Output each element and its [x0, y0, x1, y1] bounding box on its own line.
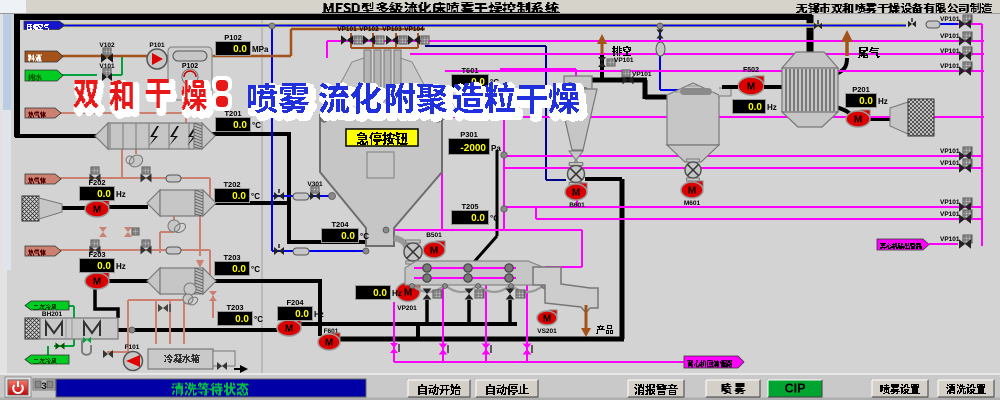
svg-text:0.0: 0.0 — [233, 120, 247, 131]
svg-text:VP104: VP104 — [404, 26, 424, 33]
svg-text:°C: °C — [251, 265, 260, 274]
svg-text:0.0: 0.0 — [295, 309, 309, 320]
svg-text:0.0: 0.0 — [471, 213, 485, 224]
svg-text:VP101: VP101 — [940, 48, 960, 55]
svg-text:F204: F204 — [286, 298, 304, 307]
svg-text:Hz: Hz — [392, 289, 402, 298]
svg-text:Hz: Hz — [116, 190, 126, 199]
svg-text:M: M — [93, 277, 101, 288]
svg-text:0.0: 0.0 — [97, 189, 111, 200]
svg-text:°C: °C — [251, 192, 260, 201]
svg-text:V101: V101 — [99, 63, 115, 70]
svg-text:Pa: Pa — [491, 144, 501, 153]
svg-text:0.0: 0.0 — [373, 288, 387, 299]
svg-text:B601: B601 — [569, 202, 585, 209]
svg-text:0.0: 0.0 — [859, 96, 873, 107]
svg-text:T201: T201 — [224, 109, 241, 118]
svg-text:M: M — [285, 324, 293, 335]
svg-text:P301: P301 — [460, 130, 478, 139]
svg-text:VP101: VP101 — [940, 33, 960, 40]
svg-text:M601: M601 — [684, 200, 701, 207]
svg-text:T204: T204 — [331, 220, 349, 229]
svg-text:0.0: 0.0 — [232, 264, 246, 275]
svg-text:Hz: Hz — [116, 262, 126, 271]
svg-text:Hz: Hz — [314, 310, 324, 319]
svg-text:M: M — [688, 186, 696, 197]
svg-text:VP101: VP101 — [940, 16, 960, 23]
svg-text:°C: °C — [254, 315, 263, 324]
svg-text:P102: P102 — [182, 63, 198, 70]
svg-text:°C: °C — [252, 121, 261, 130]
svg-text:0.0: 0.0 — [341, 231, 355, 242]
svg-text:M: M — [430, 246, 438, 257]
svg-text:3: 3 — [41, 381, 46, 392]
svg-text:0.0: 0.0 — [232, 191, 246, 202]
svg-text:M: M — [325, 338, 333, 349]
svg-text:VP101: VP101 — [614, 57, 634, 64]
svg-text:F502: F502 — [743, 67, 759, 74]
svg-text:M: M — [572, 188, 580, 199]
svg-text:B501: B501 — [426, 232, 442, 239]
svg-text:VS201: VS201 — [537, 328, 557, 335]
svg-text:0.0: 0.0 — [748, 102, 762, 113]
svg-text:P201: P201 — [852, 85, 870, 94]
svg-text:M: M — [404, 288, 412, 299]
svg-text:P101: P101 — [149, 42, 165, 49]
svg-text:VP103: VP103 — [382, 26, 402, 33]
svg-text:CIP: CIP — [785, 382, 806, 396]
svg-text:VP101: VP101 — [940, 236, 960, 243]
svg-text:VP101: VP101 — [632, 71, 652, 78]
svg-text:F202: F202 — [88, 178, 105, 187]
svg-text:0.0: 0.0 — [97, 261, 111, 272]
svg-text:M: M — [854, 115, 862, 126]
svg-text:VP101: VP101 — [940, 63, 960, 70]
svg-text:VP101: VP101 — [940, 148, 960, 155]
svg-text:M: M — [93, 205, 101, 216]
svg-text:VP101: VP101 — [337, 26, 357, 33]
svg-text:°C: °C — [360, 232, 369, 241]
svg-text:VP101: VP101 — [940, 199, 960, 206]
svg-text:BH201: BH201 — [42, 311, 63, 318]
svg-text:V102: V102 — [99, 42, 115, 49]
svg-text:F601: F601 — [324, 328, 339, 335]
svg-text:F101: F101 — [125, 344, 140, 351]
svg-text:0.0: 0.0 — [233, 44, 247, 55]
svg-text:-2000: -2000 — [460, 143, 486, 154]
svg-text:0.0: 0.0 — [235, 314, 249, 325]
svg-text:P102: P102 — [224, 33, 242, 42]
svg-text:MPa: MPa — [252, 45, 269, 54]
svg-text:T601: T601 — [461, 66, 478, 75]
svg-text:VP201: VP201 — [397, 305, 417, 312]
svg-text:T203: T203 — [223, 253, 240, 262]
svg-text:V301: V301 — [307, 181, 323, 188]
svg-text:T205: T205 — [461, 202, 478, 211]
svg-text:Hz: Hz — [767, 103, 777, 112]
svg-text:VP101: VP101 — [940, 160, 960, 167]
svg-text:T203: T203 — [226, 303, 243, 312]
svg-text:M: M — [747, 82, 755, 93]
svg-text:T202: T202 — [223, 180, 240, 189]
svg-text:M: M — [543, 314, 551, 325]
svg-text:VP101: VP101 — [940, 211, 960, 218]
svg-text:F203: F203 — [88, 250, 105, 259]
svg-text:°C: °C — [490, 214, 499, 223]
svg-text:VP102: VP102 — [359, 26, 379, 33]
svg-text:Hz: Hz — [878, 97, 888, 106]
